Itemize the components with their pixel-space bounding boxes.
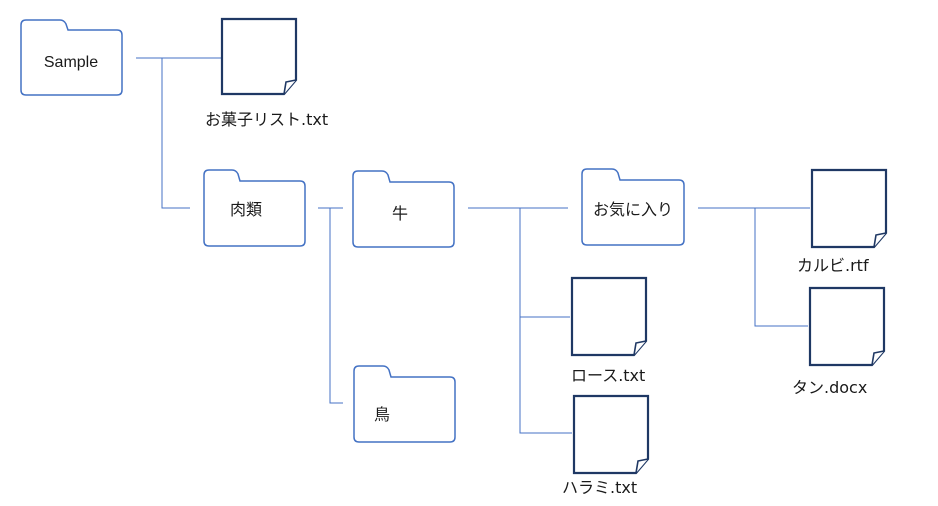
file-label-kalbi: カルビ.rtf: [797, 256, 869, 275]
file-label-tongue: タン.docx: [792, 378, 867, 397]
file-icon: [572, 394, 650, 475]
folder-label-chicken: 鳥: [374, 405, 390, 424]
file-tongue[interactable]: タン.docx: [792, 286, 886, 397]
file-fold-corner: [871, 350, 885, 366]
folder-chicken[interactable]: 鳥: [353, 365, 456, 443]
folder-icon: [581, 168, 685, 246]
folder-icon: [20, 19, 123, 96]
file-icon: [808, 286, 886, 367]
file-fold-corner: [635, 458, 649, 474]
connector-beef-to-skirt: [519, 317, 572, 434]
connector-favorites-to-tongue: [754, 208, 808, 327]
file-fold-corner: [633, 340, 647, 356]
folder-label-beef: 牛: [392, 204, 408, 223]
folder-favorites[interactable]: お気に入り: [581, 168, 685, 246]
folder-meat[interactable]: 肉類: [203, 169, 306, 247]
file-kalbi[interactable]: カルビ.rtf: [797, 168, 888, 275]
file-skirt[interactable]: ハラミ.txt: [562, 394, 650, 497]
connectors: [136, 57, 810, 434]
connector-beef-to-loin: [519, 208, 570, 318]
folder-beef[interactable]: 牛: [352, 170, 455, 248]
file-fold-corner: [283, 79, 297, 95]
file-label-loin: ロース.txt: [571, 366, 645, 385]
file-loin[interactable]: ロース.txt: [570, 276, 648, 385]
file-icon: [220, 17, 298, 96]
file-snacks[interactable]: お菓子リスト.txt: [205, 17, 328, 129]
file-label-skirt: ハラミ.txt: [562, 478, 637, 497]
file-fold-corner: [873, 232, 887, 248]
file-icon: [570, 276, 648, 357]
file-label-snacks: お菓子リスト.txt: [205, 110, 328, 129]
file-icon: [810, 168, 888, 249]
connector-meat-to-chicken: [329, 208, 343, 404]
folder-icon: [203, 169, 306, 247]
folder-icon: [353, 365, 456, 443]
folder-icon: [352, 170, 455, 248]
folder-label-sample: Sample: [44, 54, 98, 71]
connector-sample-to-meat: [161, 58, 190, 209]
folder-label-meat: 肉類: [230, 200, 262, 219]
folder-label-favorites: お気に入り: [593, 200, 673, 219]
folder-sample[interactable]: Sample: [20, 19, 123, 96]
